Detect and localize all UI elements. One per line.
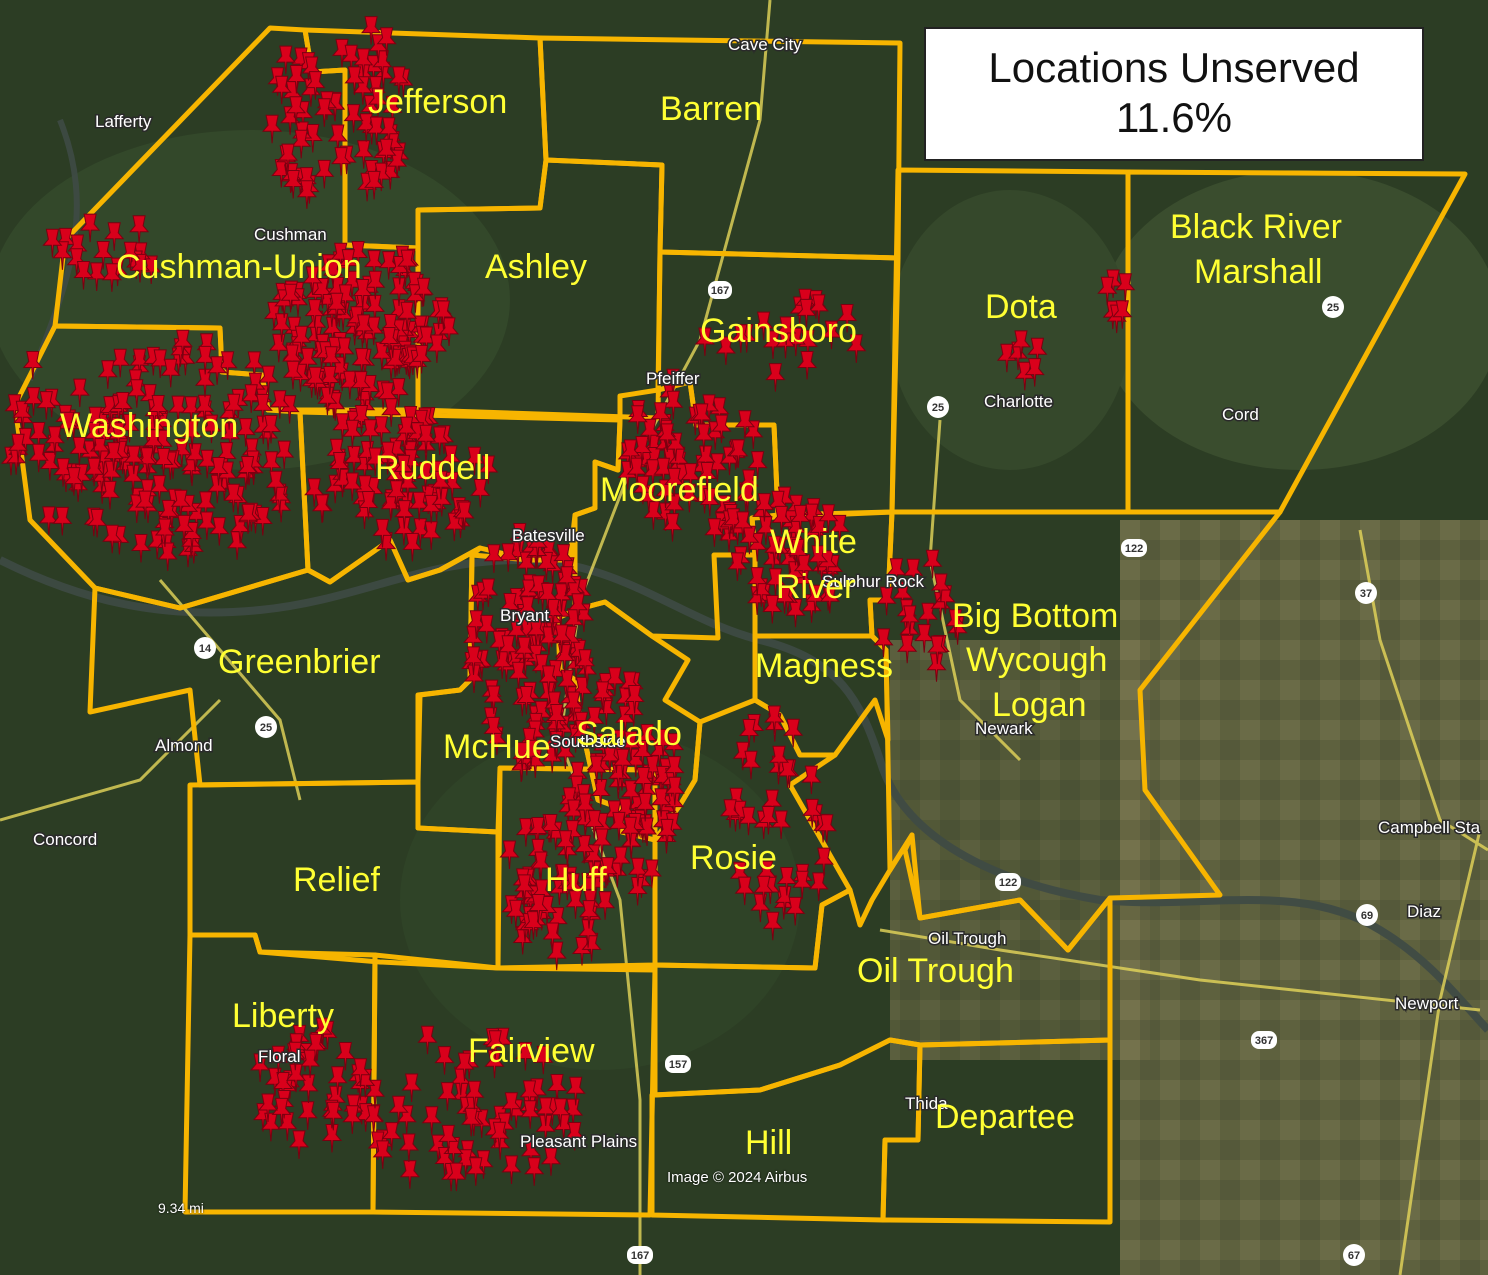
place-label: Floral [258, 1047, 301, 1066]
place-label: Cushman [254, 225, 327, 244]
place-label: Pfeiffer [646, 369, 700, 388]
district-label-marshall: Marshall [1194, 253, 1322, 291]
shield-label: 122 [999, 877, 1017, 889]
place-label: Oil Trough [928, 929, 1006, 948]
place-label: Bryant [500, 606, 549, 625]
district-label-moorefield: Moorefield [600, 471, 759, 509]
place-label: Lafferty [95, 112, 152, 131]
district-label-jefferson: Jefferson [368, 83, 507, 121]
place-label: Cave City [728, 35, 802, 54]
district-label-ashley: Ashley [485, 248, 587, 286]
shield-label: 69 [1361, 910, 1373, 922]
place-label: Newark [975, 719, 1033, 738]
boundary-moorefield [572, 379, 781, 641]
shield-label: 157 [669, 1059, 687, 1071]
district-label-magness: Magness [755, 647, 893, 685]
place-labels: Cave City Lafferty Cushman Pfeiffer Char… [32, 34, 1483, 1153]
district-label-cushman-union: Cushman-Union [116, 248, 362, 286]
district-label-mchue: McHue [443, 728, 551, 766]
place-label: Cord [1222, 405, 1259, 424]
district-label-hill: Hill [745, 1124, 792, 1162]
place-label: Almond [155, 736, 213, 755]
shield-label: 122 [1125, 543, 1143, 555]
district-label-greenbrier: Greenbrier [218, 643, 381, 681]
boundary-ashley [415, 157, 665, 421]
shield-label: 14 [199, 643, 212, 655]
shield-label: 25 [1327, 302, 1339, 314]
boundary-departee [880, 1037, 1113, 1225]
district-label-departee: Departee [935, 1098, 1075, 1136]
shield-label: 25 [260, 722, 272, 734]
district-label-river: River [776, 568, 855, 606]
place-label: Pleasant Plains [520, 1132, 637, 1151]
district-label-rosie: Rosie [690, 839, 777, 877]
place-label: Sulphur Rock [822, 572, 925, 591]
district-label-ruddell: Ruddell [375, 449, 490, 487]
highway-shields: 167 25 25 122 37 14 25 122 69 367 157 16… [194, 281, 1378, 1266]
imagery-credit: Image © 2024 Airbus [667, 1169, 808, 1186]
legend-box: Locations Unserved 11.6% [924, 27, 1424, 161]
scale-bar-label: 9.34 mi [158, 1200, 204, 1216]
place-label: Diaz [1407, 902, 1441, 921]
shield-label: 67 [1348, 1250, 1360, 1262]
district-label-oil-trough: Oil Trough [857, 952, 1014, 990]
district-label-wycough: Wycough [966, 641, 1107, 679]
shield-label: 37 [1360, 588, 1372, 600]
place-label: Charlotte [984, 392, 1053, 411]
place-label: Southside [550, 732, 626, 751]
district-label-dota: Dota [985, 288, 1057, 326]
district-label-salado: Salado [576, 715, 682, 753]
district-label-washington: Washington [60, 407, 238, 445]
district-label-barren: Barren [660, 90, 762, 128]
district-label-fairview: Fairview [468, 1032, 595, 1070]
shield-label: 167 [711, 285, 729, 297]
district-labels: Jefferson Barren Cushman-Union Ashley Ga… [60, 83, 1342, 1162]
district-label-gainsboro: Gainsboro [700, 312, 857, 350]
place-label: Thida [905, 1094, 948, 1113]
legend-value: 11.6% [1116, 94, 1232, 141]
shield-label: 367 [1255, 1035, 1273, 1047]
district-label-big-bottom: Big Bottom [952, 597, 1118, 635]
district-label-relief: Relief [293, 861, 380, 899]
district-label-liberty: Liberty [232, 997, 334, 1035]
district-label-logan: Logan [992, 686, 1087, 724]
shield-label: 167 [631, 1250, 649, 1262]
place-label: Campbell Sta [1378, 818, 1481, 837]
legend-title: Locations Unserved [988, 44, 1360, 91]
district-label-huff: Huff [545, 861, 607, 899]
place-label: Batesville [512, 526, 585, 545]
shield-label: 25 [932, 402, 944, 414]
district-label-white: White [770, 523, 857, 561]
place-label: Concord [33, 830, 97, 849]
district-label-black-river: Black River [1170, 208, 1342, 246]
place-label: Newport [1395, 994, 1459, 1013]
